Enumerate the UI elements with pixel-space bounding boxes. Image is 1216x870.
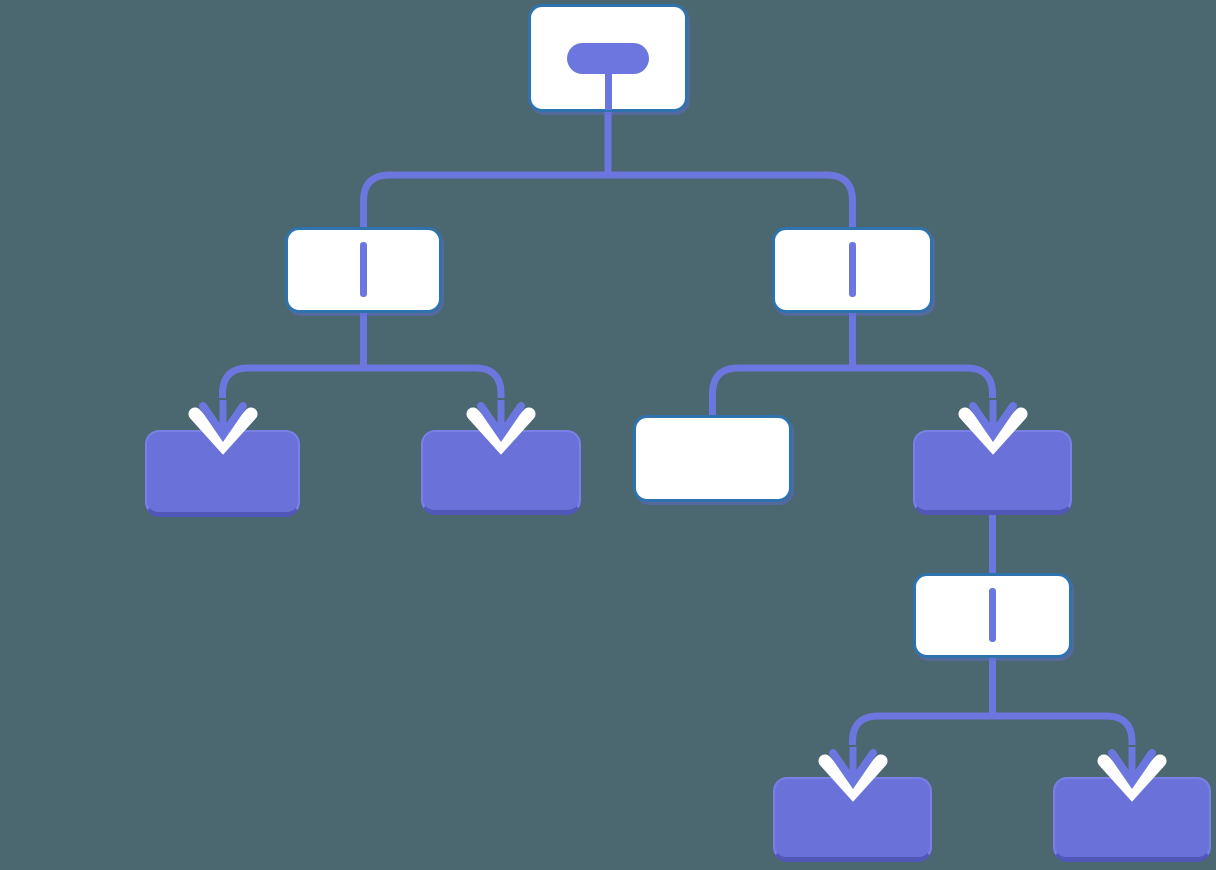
leaf-node-bottom-1 xyxy=(773,747,932,861)
chevron-halo xyxy=(958,407,1027,455)
branch-node-left xyxy=(285,227,442,313)
connector-path xyxy=(360,171,608,233)
arrow-head xyxy=(477,402,525,443)
chevron-double-down-icon xyxy=(818,747,887,802)
pill-stem-line xyxy=(604,69,612,110)
connector-path xyxy=(992,712,1136,745)
chevron-halo xyxy=(818,754,887,802)
vertical-bar-icon xyxy=(360,242,367,297)
connector-path xyxy=(849,712,993,745)
connector-path xyxy=(709,364,853,421)
vertical-bar-icon xyxy=(989,588,996,642)
chevron-double-down-icon xyxy=(958,400,1027,455)
connector-path xyxy=(363,364,505,398)
chevron-halo xyxy=(188,407,257,455)
chevron-halo xyxy=(466,407,536,455)
plain-child-node xyxy=(633,415,792,502)
connector-path xyxy=(608,171,856,233)
chevron-double-down-icon xyxy=(1097,747,1167,802)
vertical-bar-icon xyxy=(849,242,856,297)
arrow-head xyxy=(968,402,1017,443)
chevron-halo xyxy=(1097,754,1167,802)
branch-node-bottom xyxy=(913,573,1072,658)
leaf-node-right xyxy=(913,400,1072,514)
chevron-double-down-icon xyxy=(466,400,536,455)
connector-path xyxy=(219,364,364,398)
leaf-node-left-1 xyxy=(145,400,300,516)
pill-stem-icon xyxy=(567,43,649,74)
arrow-head xyxy=(1108,749,1156,790)
leaf-node-left-2 xyxy=(421,400,581,514)
arrow-head xyxy=(198,402,247,443)
leaf-node-bottom-2 xyxy=(1053,747,1211,861)
root-node xyxy=(528,4,688,112)
branch-node-right xyxy=(772,227,933,313)
chevron-double-down-icon xyxy=(188,400,257,455)
arrow-head xyxy=(828,749,877,790)
connector-path xyxy=(852,364,996,398)
